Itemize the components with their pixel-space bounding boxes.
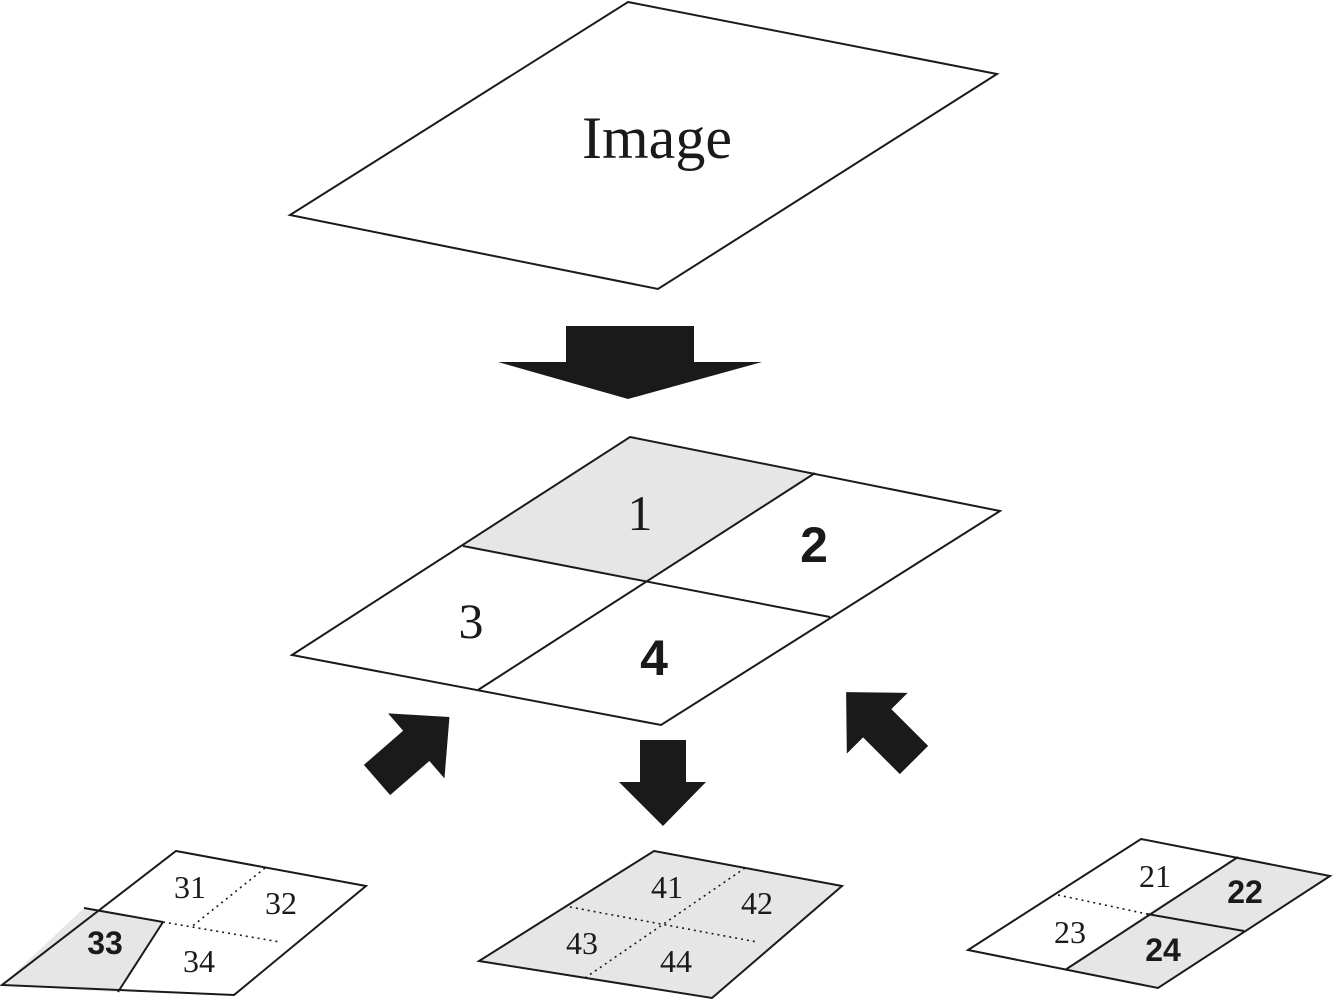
image-label: Image — [582, 105, 732, 171]
sub-right-cell-23-label: 23 — [1054, 914, 1086, 950]
sub-left-divider-horizontal-left — [83, 907, 164, 923]
sub-right-cell-22-label: 22 — [1227, 874, 1263, 910]
quad-panel: 1 2 3 4 — [289, 435, 1003, 727]
sub-left-cell-31-label: 31 — [174, 869, 206, 905]
quad-cell-2-label: 2 — [800, 517, 828, 573]
sub-center-cell-44-label: 44 — [660, 943, 692, 979]
sub-panel-right: 21 22 23 24 — [965, 837, 1333, 990]
sub-right-divider-vertical — [1064, 856, 1239, 971]
sub-left-outline — [0, 849, 369, 997]
down-arrow-icon — [498, 326, 762, 399]
sub-center-cell-42-label: 42 — [741, 885, 773, 921]
sub-center-cell-43-label: 43 — [566, 925, 598, 961]
sub-left-dotted-horizontal-right — [162, 921, 281, 943]
sub-center-outline — [476, 849, 845, 1000]
arrow-down-icon — [619, 740, 706, 826]
image-panel: Image — [287, 0, 1000, 291]
sub-center-cell-41-label: 41 — [651, 869, 683, 905]
arrow-down-right-icon — [846, 692, 929, 775]
sub-center-shade — [479, 851, 842, 998]
quad-cell-3-label: 3 — [459, 593, 484, 649]
sub-center-dotted-horizontal — [569, 906, 758, 943]
sub-left-cell-32-label: 32 — [265, 885, 297, 921]
sub-right-cell-21-label: 21 — [1139, 858, 1171, 894]
sub-left-cell-33-label: 33 — [87, 925, 123, 961]
quad-cell-1-label: 1 — [628, 485, 653, 541]
arrow-down-left-icon — [363, 713, 450, 796]
sub-panel-center: 41 42 43 44 — [476, 849, 845, 1000]
arrow-right — [846, 692, 929, 775]
sub-right-cell-24-label: 24 — [1145, 932, 1181, 968]
sub-right-cell-22-shade — [1147, 857, 1330, 931]
image-panel-outline — [287, 0, 1000, 291]
quad-cell-4-label: 4 — [640, 630, 668, 686]
sub-left-cell-33-shade — [2, 908, 163, 992]
sub-left-dotted-vertical-top — [189, 867, 266, 929]
sub-right-divider-horizontal-right — [1146, 913, 1245, 932]
quad-divider-horizontal — [462, 545, 831, 618]
sub-left-cell-34-label: 34 — [183, 943, 215, 979]
quad-panel-outline — [289, 435, 1003, 727]
sub-right-dotted-horizontal-left — [1057, 894, 1148, 915]
sub-right-cell-24-shade — [1065, 914, 1244, 988]
quad-cell-1-shade — [463, 437, 815, 581]
sub-left-divider-vertical-bottom — [117, 921, 164, 993]
arrow-left — [363, 713, 450, 796]
sub-right-outline — [965, 837, 1333, 990]
sub-panel-left: 31 32 33 34 — [0, 849, 369, 997]
